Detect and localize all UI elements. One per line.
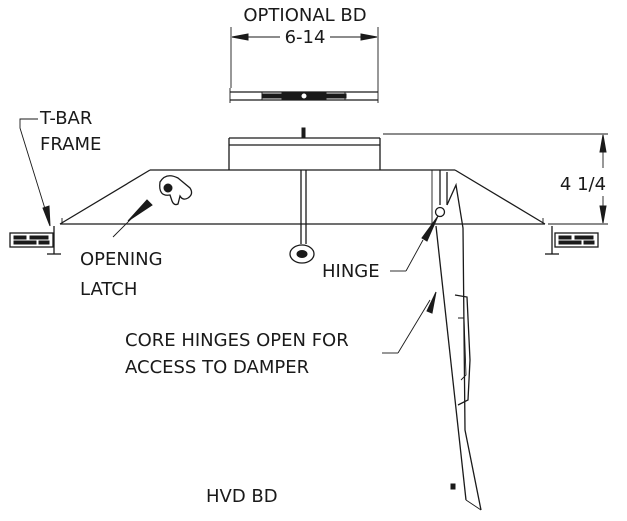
tbar-frame-right <box>545 226 599 255</box>
opening-latch-label-2: LATCH <box>80 279 137 300</box>
latch-leader <box>112 202 148 238</box>
optional-damper-blade <box>229 88 379 103</box>
hinged-core <box>435 182 482 511</box>
height-dimension-label: 4 1/4 <box>560 174 606 195</box>
damper-rod <box>289 170 315 264</box>
opening-latch-label-1: OPENING <box>80 249 163 270</box>
opening-latch <box>127 175 193 222</box>
core-note-line-2: ACCESS TO DAMPER <box>125 357 309 378</box>
tbar-frame-left <box>9 226 61 255</box>
optional-bd-dimension <box>230 27 379 88</box>
tbar-frame-leader <box>19 118 51 227</box>
diffuser-housing <box>59 169 546 225</box>
tbar-frame-label-1: T-BAR <box>39 108 92 129</box>
hinge-label: HINGE <box>322 261 380 282</box>
tbar-frame-label-2: FRAME <box>40 134 101 155</box>
core-note-leader <box>382 291 437 354</box>
optional-bd-size: 6-14 <box>285 27 326 48</box>
drawing-title: HVD BD <box>206 486 278 507</box>
hinge <box>421 170 448 242</box>
optional-bd-label: OPTIONAL BD <box>243 5 366 26</box>
hinge-leader <box>405 239 424 272</box>
diffuser-collar <box>228 127 381 170</box>
height-dimension <box>383 133 608 225</box>
core-note-line-1: CORE HINGES OPEN FOR <box>125 330 349 351</box>
